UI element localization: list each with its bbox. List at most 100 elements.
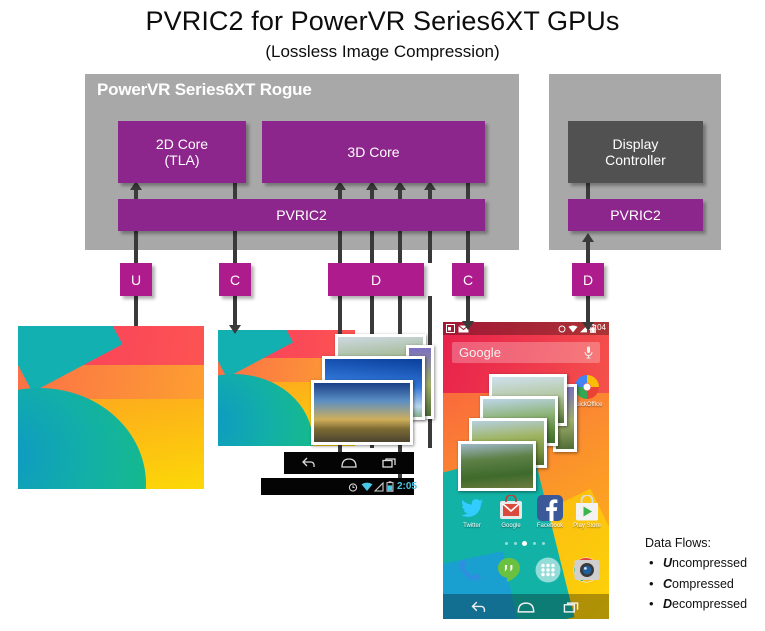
legend-rest-d: ecompressed [672, 596, 748, 611]
signal-icon [374, 482, 384, 492]
block-3d-core-label: 3D Core [347, 143, 400, 160]
flow-line-d2-lower [586, 296, 590, 324]
flow-line-u [134, 231, 138, 263]
google-label: Google [501, 523, 521, 529]
phone-wifi-icon [568, 325, 578, 333]
page-dot-4[interactable] [533, 542, 536, 545]
arrow-to-3dcore-4-icon [424, 181, 436, 190]
phone-dialer-icon[interactable] [457, 557, 483, 583]
page-dot-1[interactable] [505, 542, 508, 545]
badge-d2-label: D [582, 271, 594, 288]
block-display-controller[interactable]: Display Controller [568, 121, 703, 183]
flow-line-u-lower [134, 296, 138, 326]
arrow-to-phone-display-icon [582, 322, 594, 331]
legend-rest-u: ncompressed [672, 556, 748, 571]
uncompressed-framebuffer-image [18, 326, 204, 489]
quickoffice-icon[interactable] [574, 374, 600, 400]
nav-recents-icon[interactable] [382, 458, 396, 468]
page-dot-3-active[interactable] [522, 541, 527, 546]
alarm-icon [348, 483, 358, 492]
page-dot-2[interactable] [514, 542, 517, 545]
block-pvric2-display[interactable]: PVRIC2 [568, 199, 703, 231]
phone-nav-home-icon[interactable] [517, 602, 535, 613]
flow-line-c1-lower [233, 296, 237, 326]
link-pvric2-to-3dcore-2 [370, 186, 374, 201]
block-pvric2-gpu[interactable]: PVRIC2 [118, 199, 485, 231]
arrow-to-display-pvric2-icon [582, 233, 594, 242]
google-search-bar[interactable]: Google [452, 342, 600, 363]
badge-d2[interactable]: D [572, 263, 604, 296]
flow-line-d1-d [428, 231, 432, 263]
hangouts-icon[interactable] [496, 557, 522, 583]
page-subtitle: (Lossless Image Compression) [265, 42, 500, 61]
block-3d-core[interactable]: 3D Core [262, 121, 485, 183]
phone-nav-back-icon[interactable] [471, 601, 487, 614]
flow-line-c2-lower [466, 296, 470, 322]
legend-initial-c: C [663, 576, 673, 591]
wifi-icon [361, 482, 373, 491]
block-pvric2-gpu-label: PVRIC2 [276, 206, 327, 223]
flow-line-d1-a [338, 231, 342, 263]
legend: Data Flows: Uncompressed Compressed Deco… [645, 533, 747, 614]
sync-icon [558, 325, 566, 333]
link-pvric2-to-3dcore-3 [398, 186, 402, 201]
arrow-to-3dcore-1-icon [334, 181, 346, 190]
microphone-icon[interactable] [584, 346, 593, 359]
play-store-label: Play Store [573, 523, 601, 529]
legend-item-compressed: Compressed [645, 572, 747, 593]
nav-back-icon[interactable] [302, 457, 316, 469]
badge-c2-label: C [462, 271, 474, 288]
page-dot-5[interactable] [542, 542, 545, 545]
camera-app-icon[interactable] [574, 557, 600, 583]
phone-nav-recents-icon[interactable] [563, 602, 579, 613]
quickoffice-label: QuickOffice [571, 402, 603, 408]
twitter-label: Twitter [463, 523, 481, 529]
all-apps-icon[interactable] [535, 557, 561, 583]
link-pvric2-to-3dcore-4 [428, 186, 432, 201]
tablet-nav-bar [284, 452, 414, 474]
legend-title: Data Flows: [645, 536, 711, 550]
page-title: PVRIC2 for PowerVR Series6XT GPUs [145, 6, 620, 36]
arrow-to-tablet-icon [229, 325, 241, 334]
badge-u[interactable]: U [120, 263, 152, 296]
block-pvric2-display-label: PVRIC2 [610, 206, 661, 223]
calendar-notification-icon [446, 324, 455, 333]
badge-c2[interactable]: C [452, 263, 484, 296]
block-2d-core[interactable]: 2D Core (TLA) [118, 121, 246, 183]
facebook-label: Facebook [536, 523, 564, 529]
legend-item-decompressed: Decompressed [645, 593, 748, 614]
play-store-icon[interactable] [574, 495, 600, 521]
google-app-icon[interactable] [498, 495, 524, 521]
phone-status-bar-time: 12:04 [585, 323, 606, 332]
phone-nav-bar [443, 594, 609, 619]
tablet-status-bar: 2:05 [261, 478, 418, 495]
flow-line-c1 [233, 231, 237, 263]
tablet-status-bar-time: 2:05 [397, 481, 418, 492]
battery-icon [386, 481, 394, 492]
flow-line-c2 [466, 231, 470, 263]
badge-u-label: U [130, 271, 142, 288]
arrow-to-3dcore-2-icon [366, 181, 378, 190]
gallery-photo-road[interactable] [311, 380, 413, 445]
legend-rest-c: ompressed [672, 576, 734, 591]
block-2d-core-label: 2D Core (TLA) [155, 135, 209, 168]
google-search-placeholder: Google [459, 345, 501, 360]
flow-line-d1-b [370, 231, 374, 263]
arrow-to-phone-icon [462, 321, 474, 330]
link-displayctrl-to-pvric2 [586, 183, 590, 201]
link-2dcore-down [233, 183, 237, 201]
flow-line-d2-up [586, 240, 590, 264]
twitter-icon[interactable] [459, 495, 485, 521]
arrow-to-2dcore-icon [130, 181, 142, 190]
facebook-icon[interactable] [537, 495, 563, 521]
phone-gallery-photo-4[interactable] [458, 441, 536, 491]
link-pvric2-to-3dcore-1 [338, 186, 342, 201]
badge-d1[interactable]: D [328, 263, 424, 296]
arrow-to-3dcore-3-icon [394, 181, 406, 190]
badge-c1[interactable]: C [219, 263, 251, 296]
link-pvric2-to-2dcore [134, 186, 138, 201]
nav-home-icon[interactable] [341, 458, 357, 468]
powervr-rogue-panel-title: PowerVR Series6XT Rogue [97, 80, 312, 99]
legend-item-uncompressed: Uncompressed [645, 552, 748, 573]
